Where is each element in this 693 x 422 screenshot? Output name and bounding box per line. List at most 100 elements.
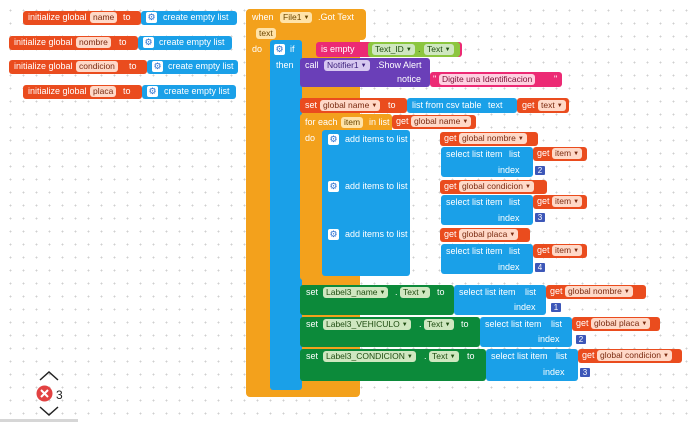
- variable-dropdown[interactable]: global placa▼: [459, 229, 519, 240]
- label-dropdown[interactable]: Label3_name▼: [323, 287, 389, 298]
- select-list-item-label: select list item: [446, 246, 503, 256]
- alert-message-field[interactable]: Digite una Identificacion: [439, 74, 536, 85]
- label-dropdown[interactable]: Label3_VEHICULO▼: [323, 319, 411, 330]
- set-global-name-block[interactable]: set global name▼ to: [300, 98, 407, 113]
- notice-label: notice: [397, 74, 422, 84]
- get-item-block[interactable]: get item▼: [533, 147, 587, 161]
- gear-icon[interactable]: ⚙: [147, 86, 158, 97]
- list-label: list: [509, 246, 520, 256]
- global-init-block-condicion[interactable]: initialize global condicion to: [9, 60, 147, 74]
- for-each-block[interactable]: [300, 114, 323, 280]
- property-dropdown[interactable]: Text▼: [424, 44, 454, 55]
- variable-dropdown[interactable]: item▼: [552, 245, 583, 256]
- horizontal-scrollbar[interactable]: [0, 419, 78, 422]
- gear-icon[interactable]: ⚙: [328, 229, 339, 240]
- gear-icon[interactable]: ⚙: [274, 44, 285, 55]
- global-nombre-field[interactable]: nombre: [76, 37, 111, 48]
- get-list-block[interactable]: get global nombre▼: [546, 285, 646, 299]
- label-dropdown[interactable]: Label3_CONDICION▼: [323, 351, 416, 362]
- variable-dropdown[interactable]: item▼: [552, 196, 583, 207]
- index-number[interactable]: 2: [534, 165, 546, 176]
- get-item-block[interactable]: get item▼: [533, 195, 587, 209]
- global-condicion-field[interactable]: condicion: [76, 61, 118, 72]
- property-dropdown[interactable]: Text▼: [400, 287, 430, 298]
- get-label: get: [522, 100, 535, 110]
- variable-dropdown[interactable]: global condicion▼: [597, 350, 672, 361]
- global-init-label: initialize global: [28, 86, 87, 96]
- select-list-item-block[interactable]: select list item list index: [441, 195, 533, 225]
- component-dropdown[interactable]: Text_ID▼: [372, 44, 415, 55]
- set-label-text-block[interactable]: set Label3_VEHICULO▼ . Text▼ to: [300, 317, 480, 347]
- set-label-text-block[interactable]: set Label3_CONDICION▼ . Text▼ to: [300, 349, 486, 381]
- index-number[interactable]: 2: [575, 334, 587, 345]
- get-list-block[interactable]: get global condicion▼: [440, 180, 547, 194]
- get-global-name-block[interactable]: get global name▼: [392, 115, 476, 129]
- variable-dropdown[interactable]: global nombre▼: [459, 133, 527, 144]
- item-label: item: [412, 246, 430, 256]
- get-list-block[interactable]: get global condicion▼: [578, 349, 682, 363]
- chevron-down-icon[interactable]: [38, 405, 60, 417]
- variable-dropdown[interactable]: item▼: [552, 148, 583, 159]
- select-list-item-block[interactable]: select list item list index: [441, 244, 533, 274]
- global-init-block-nombre[interactable]: initialize global nombre to: [9, 36, 138, 50]
- global-init-block-placa[interactable]: initialize global placa to: [23, 85, 142, 99]
- get-list-block[interactable]: get global nombre▼: [440, 132, 538, 146]
- show-alert-block[interactable]: call Notifier1▼ .Show Alert notice: [300, 58, 430, 87]
- select-list-item-block[interactable]: select list item list index: [480, 317, 572, 347]
- get-label: get: [576, 318, 589, 328]
- variable-dropdown[interactable]: global condicion▼: [459, 181, 534, 192]
- set-label: set: [306, 319, 319, 329]
- get-item-block[interactable]: get item▼: [533, 244, 587, 258]
- get-list-block[interactable]: get global placa▼: [440, 228, 530, 242]
- error-icon[interactable]: [36, 385, 53, 402]
- property-dropdown[interactable]: Text▼: [424, 319, 454, 330]
- text-label: text: [488, 100, 503, 110]
- index-number[interactable]: 1: [550, 302, 562, 313]
- notifier-dropdown[interactable]: Notifier1▼: [324, 60, 370, 71]
- get-list-block[interactable]: get global placa▼: [572, 317, 660, 331]
- select-list-item-label: select list item: [446, 197, 503, 207]
- gear-icon[interactable]: ⚙: [146, 12, 157, 23]
- select-list-item-block[interactable]: select list item list index: [454, 285, 546, 315]
- create-empty-list-block[interactable]: ⚙ create empty list: [138, 36, 232, 50]
- add-items-label: add items to list: [345, 229, 408, 239]
- create-empty-list-block[interactable]: ⚙ create empty list: [147, 60, 238, 74]
- gear-icon[interactable]: ⚙: [152, 61, 163, 72]
- property-dropdown[interactable]: Text▼: [429, 351, 459, 362]
- variable-dropdown[interactable]: global name▼: [411, 116, 472, 127]
- then-label: then: [276, 60, 294, 70]
- select-list-item-block[interactable]: select list item list index: [441, 147, 533, 177]
- text-string-block[interactable]: " Digite una Identificacion ": [430, 72, 562, 87]
- variable-dropdown[interactable]: global placa▼: [591, 318, 651, 329]
- index-number[interactable]: 3: [579, 367, 591, 378]
- gear-icon[interactable]: ⚙: [143, 37, 154, 48]
- csv-label: list from csv table: [412, 100, 482, 110]
- global-placa-field[interactable]: placa: [90, 86, 117, 97]
- create-empty-list-block[interactable]: ⚙ create empty list: [141, 11, 237, 25]
- select-list-item-block[interactable]: select list item list index: [486, 349, 578, 381]
- list-label: list: [556, 351, 567, 361]
- list-label: list: [551, 319, 562, 329]
- list-from-csv-block[interactable]: list from csv table text: [407, 98, 517, 113]
- if-block[interactable]: [270, 40, 302, 390]
- get-text-block[interactable]: get text▼: [517, 98, 569, 113]
- gear-icon[interactable]: ⚙: [328, 134, 339, 145]
- for-each-label: for each: [305, 117, 338, 127]
- global-name-field[interactable]: name: [90, 12, 118, 23]
- variable-dropdown[interactable]: global name▼: [320, 100, 381, 111]
- create-empty-list-block[interactable]: ⚙ create empty list: [142, 85, 236, 99]
- chevron-up-icon[interactable]: [38, 370, 60, 382]
- set-label-text-block[interactable]: set Label3_name▼ . Text▼ to: [300, 285, 454, 315]
- global-init-block-name[interactable]: initialize global name to: [23, 11, 141, 25]
- item-param[interactable]: item: [341, 117, 364, 128]
- get-label: get: [550, 286, 563, 296]
- variable-dropdown[interactable]: global nombre▼: [565, 286, 633, 297]
- text-id-getter[interactable]: Text_ID▼ . Text▼: [368, 42, 460, 57]
- index-number[interactable]: 4: [534, 262, 546, 273]
- index-number[interactable]: 3: [534, 212, 546, 223]
- text-variable-dropdown[interactable]: text▼: [538, 100, 566, 111]
- text-param[interactable]: text: [256, 28, 276, 39]
- component-dropdown[interactable]: File1▼: [280, 12, 313, 23]
- gear-icon[interactable]: ⚙: [328, 181, 339, 192]
- index-label: index: [498, 262, 520, 272]
